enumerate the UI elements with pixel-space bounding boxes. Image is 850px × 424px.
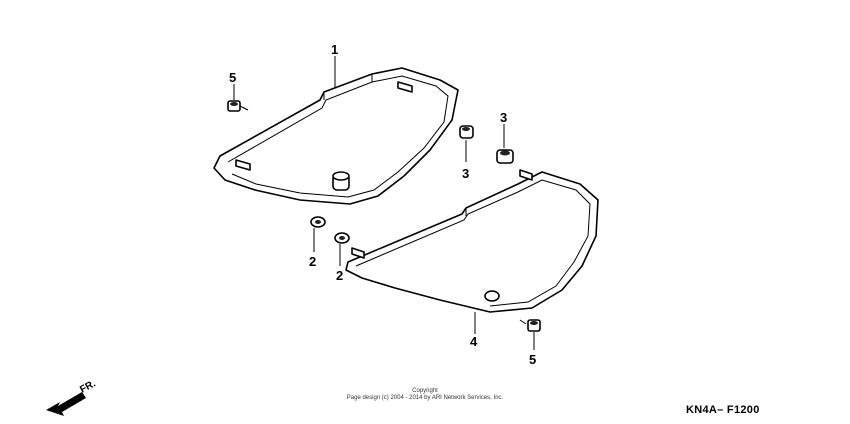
diagram-code: KN4A– F1200 xyxy=(686,404,760,416)
callout-5a: 5 xyxy=(229,70,236,85)
callout-2a: 2 xyxy=(309,254,316,269)
side-cover-right[interactable] xyxy=(345,169,599,313)
copyright-line-2: Page design (c) 2004 - 2014 by ARI Netwo… xyxy=(346,395,504,401)
callout-3a: 3 xyxy=(462,166,469,181)
grommet-3b[interactable] xyxy=(496,149,514,164)
bolt-5b[interactable] xyxy=(519,319,541,332)
side-cover-left[interactable] xyxy=(213,67,459,205)
callout-4: 4 xyxy=(470,334,478,349)
callout-1: 1 xyxy=(331,42,338,57)
callout-3b: 3 xyxy=(500,110,507,125)
callout-5b: 5 xyxy=(529,352,536,367)
bolt-5a[interactable] xyxy=(227,100,249,112)
copyright-notice: Copyright Page design (c) 2004 - 2014 by… xyxy=(0,388,850,402)
grommet-3a[interactable] xyxy=(459,125,474,139)
copyright-line-1: Copyright xyxy=(412,388,438,394)
callout-2b: 2 xyxy=(336,268,343,283)
grommet-2a[interactable] xyxy=(310,216,326,228)
grommet-2b[interactable] xyxy=(334,232,350,244)
